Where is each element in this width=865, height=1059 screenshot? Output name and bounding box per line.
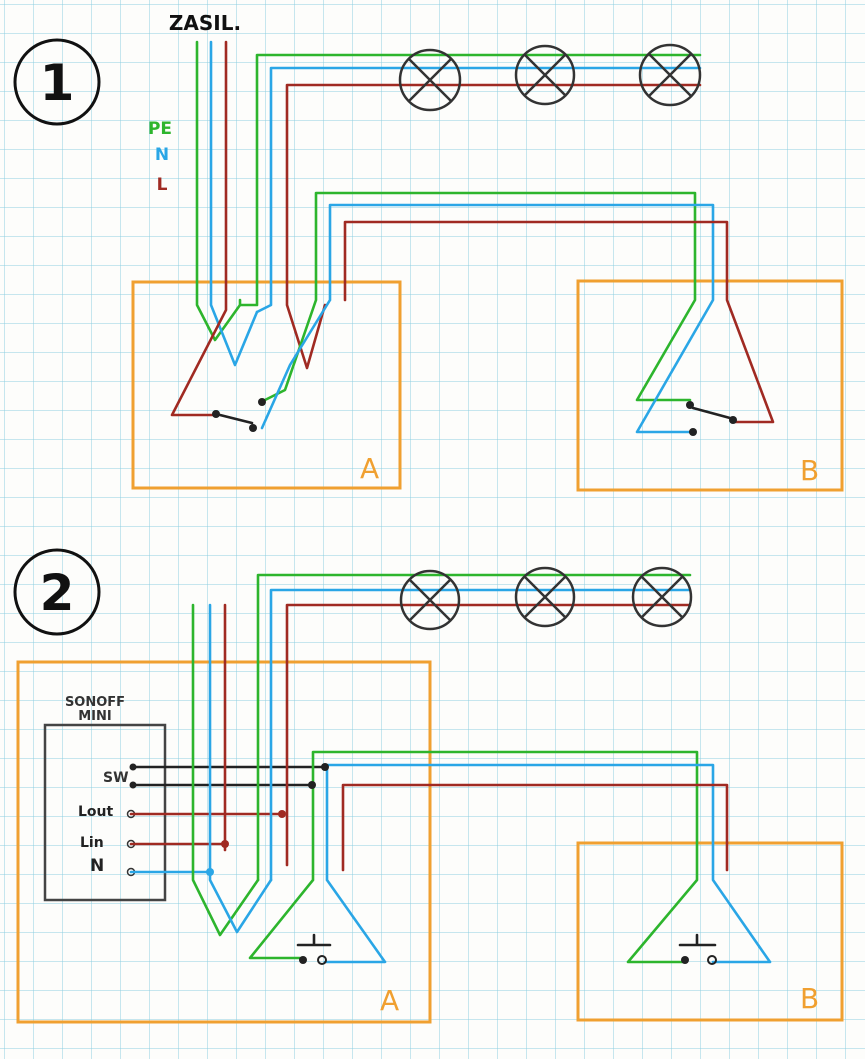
lamp-icon — [514, 566, 576, 628]
supply-label: ZASIL. — [169, 11, 241, 35]
traveler-2-wire — [323, 763, 772, 964]
box-a-label: A — [380, 984, 399, 1017]
legend-n: N — [155, 145, 169, 165]
lamp-icon — [399, 569, 461, 631]
pushbutton-b — [678, 933, 717, 965]
diagram-2: 2 A B SONOFF MINI SW Lout Lin N — [13, 548, 844, 1024]
terminal-lout-label: Lout — [78, 804, 114, 820]
module-title-line-1: SONOFF — [65, 695, 125, 710]
supply-n-wire — [208, 603, 273, 934]
terminal-lin-label: Lin — [80, 835, 104, 851]
switch-box-b — [576, 841, 844, 1022]
lamp-row-1 — [398, 43, 702, 112]
box-b-label: B — [800, 982, 819, 1015]
diagram-1-number: 1 — [40, 54, 75, 112]
legend-l: L — [157, 175, 168, 195]
lamp-row-2 — [399, 566, 693, 631]
lamp-l-wire — [285, 603, 692, 867]
pushbutton-a — [296, 933, 332, 965]
lamp-pe-wire — [256, 573, 692, 882]
lamp-icon — [514, 44, 576, 106]
switch-a — [212, 398, 266, 432]
supply-n-wire — [209, 40, 259, 367]
lamp-l-wire — [285, 83, 702, 370]
lamp-icon — [638, 43, 702, 107]
diagram-1-number-circle — [13, 38, 101, 126]
supply-pe-wire — [195, 40, 242, 342]
traveler-1-wire — [248, 750, 699, 964]
box-b-label: B — [800, 454, 819, 487]
terminal-sw-label: SW — [103, 770, 129, 786]
module-title-line-2: MINI — [78, 709, 112, 724]
sonoff-mini-module: SONOFF MINI SW Lout Lin N — [43, 695, 167, 902]
terminal-n-label: N — [90, 856, 104, 876]
traveler-3-wire — [341, 783, 729, 872]
traveler-1-wire — [263, 191, 697, 402]
diagram-2-number: 2 — [40, 564, 75, 622]
legend-pe: PE — [148, 119, 172, 139]
diagram-1: 1 ZASIL. PE N L A B — [13, 11, 844, 492]
switch-box-a — [131, 280, 402, 490]
lamp-pe-wire — [238, 53, 702, 307]
lamp-n-wire — [255, 66, 702, 314]
box-a-label: A — [360, 452, 379, 485]
switch-box-b — [576, 279, 844, 492]
lamp-icon — [398, 48, 462, 112]
traveler-3-wire — [343, 220, 775, 424]
switch-b — [686, 401, 737, 436]
traveler-2-wire — [260, 203, 715, 434]
supply-pe-wire — [191, 603, 260, 937]
supply-l-wire — [170, 40, 228, 417]
lamp-icon — [631, 566, 693, 628]
sw-wires — [131, 765, 327, 787]
diagram-2-number-circle — [13, 548, 101, 636]
